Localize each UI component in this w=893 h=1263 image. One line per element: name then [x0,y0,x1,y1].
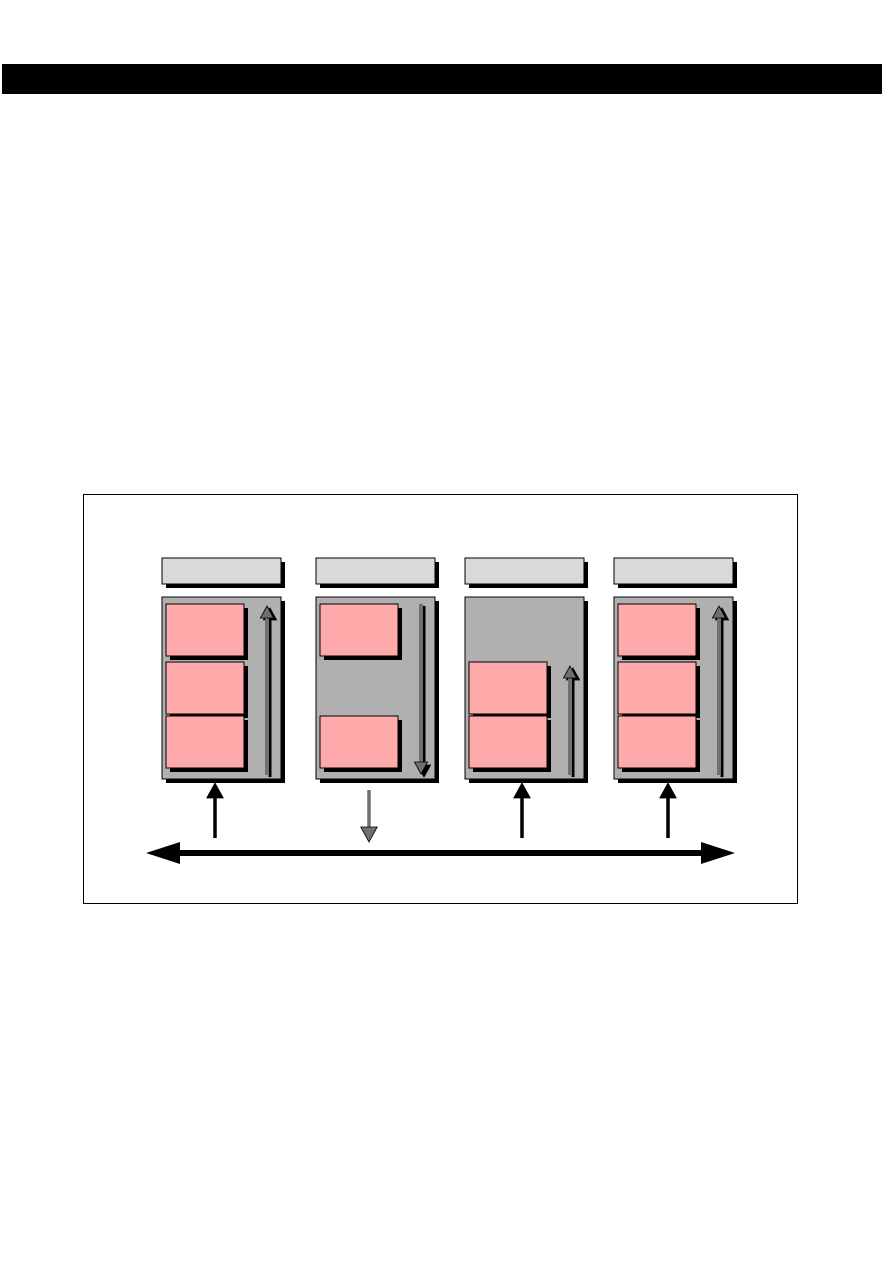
block-3-1 [468,661,548,715]
block-2-2 [319,715,399,769]
block-4-2 [617,661,697,715]
column-arrow-1-head [259,605,275,619]
column-arrow-4-head [711,605,727,619]
connector-arrow-2-head [360,826,378,843]
bus-arrow-left-head [146,842,180,864]
column-label-box-2 [315,557,436,585]
column-arrow-2-head [413,761,429,775]
connector-arrow-4-head [659,782,677,799]
header-bar [2,64,882,94]
column-label-box-1 [161,557,282,585]
column-label-box-4 [613,557,734,585]
block-4-1 [617,603,697,657]
block-3-2 [468,715,548,769]
block-4-3 [617,715,697,769]
connector-arrow-1-head [206,782,224,799]
column-label-box-3 [464,557,585,585]
bus-arrow-right-head [701,842,735,864]
connector-arrow-3-head [513,782,531,799]
block-1-3 [165,715,245,769]
block-2-1 [319,603,399,657]
block-1-2 [165,661,245,715]
block-1-1 [165,603,245,657]
column-arrow-3-head [562,665,578,679]
